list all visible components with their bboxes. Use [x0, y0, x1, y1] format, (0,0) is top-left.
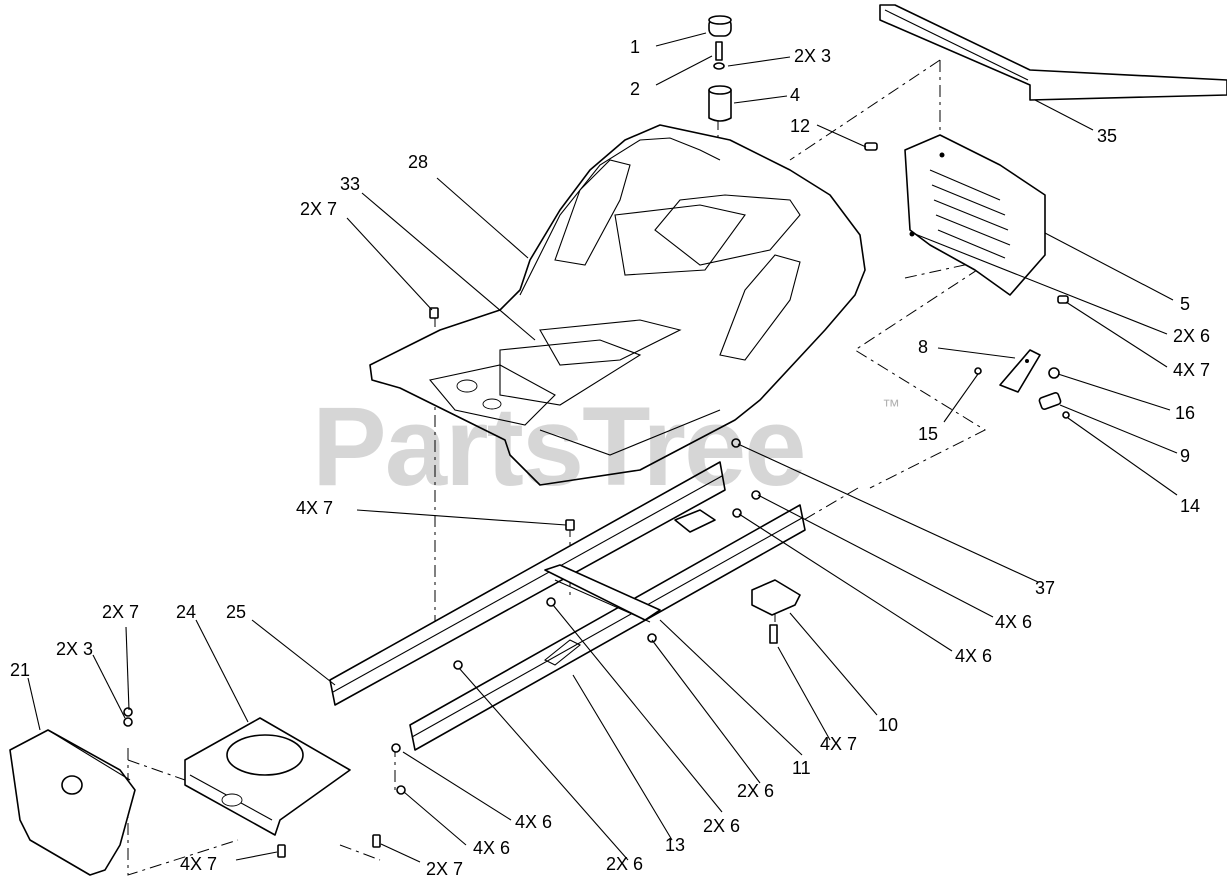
bracket-part-8 [999, 349, 1041, 393]
cross-member-part-11 [544, 564, 661, 623]
callout-label: 2X 3 [794, 46, 831, 66]
callout-label: 12 [790, 116, 810, 136]
callout-label: 2 [630, 79, 640, 99]
callout-label: 2X 7 [102, 602, 139, 622]
callout-label: 2X 6 [703, 816, 740, 836]
nut-part-16 [1048, 367, 1060, 379]
fender-deck-part-28 [369, 124, 866, 486]
bracket-part-37 [674, 509, 716, 533]
screw-part-15 [974, 367, 982, 375]
frame-rail-part-13 [409, 504, 806, 751]
callout-label: 2X 3 [56, 639, 93, 659]
callout-label: 1 [630, 37, 640, 57]
screw-part-12 [864, 142, 878, 151]
grille-guard-part-5 [904, 134, 1046, 296]
callout-label: 2X 6 [606, 854, 643, 874]
callout-label: 2X 6 [737, 781, 774, 801]
callout-label: 4X 6 [473, 838, 510, 858]
callout-label: 4X 7 [820, 734, 857, 754]
callout-label: 5 [1180, 294, 1190, 314]
callout-label: 10 [878, 715, 898, 735]
callout-label: 2X 7 [426, 859, 463, 879]
watermark: PartsTree ™ [312, 384, 900, 509]
callout-label: 2X 7 [300, 199, 337, 219]
callout-label: 15 [918, 424, 938, 444]
callout-label: 35 [1097, 126, 1117, 146]
callout-label: 4X 7 [296, 498, 333, 518]
callout-label: 21 [10, 660, 30, 680]
leader-lines [27, 32, 1178, 863]
bracket-part-21 [9, 729, 136, 876]
frame-rail-part-25 [329, 461, 726, 706]
callout-label: 9 [1180, 446, 1190, 466]
spacer-part-4 [708, 85, 732, 122]
callout-label: 4X 7 [1173, 360, 1210, 380]
mount-plate-part-24 [184, 717, 351, 836]
callout-label: 24 [176, 602, 196, 622]
callout-label: 33 [340, 174, 360, 194]
callout-label: 14 [1180, 496, 1200, 516]
seat-plate-part-33 [614, 204, 746, 276]
callout-labels: 1 2 2X 3 4 12 35 28 33 2X 7 5 2X 6 4X 7 … [10, 37, 1210, 879]
callout-label: 4X 7 [180, 854, 217, 874]
knob-cap-part-1 [708, 15, 732, 37]
callout-label: 4X 6 [995, 612, 1032, 632]
callout-label: 13 [665, 835, 685, 855]
callout-label: 37 [1035, 578, 1055, 598]
callout-label: 4X 6 [515, 812, 552, 832]
fasteners [123, 307, 761, 858]
watermark-trademark: ™ [882, 396, 900, 416]
callout-label: 8 [918, 337, 928, 357]
screw-part-2 [713, 41, 725, 70]
callout-label: 4 [790, 85, 800, 105]
watermark-text: PartsTree [312, 384, 805, 509]
callout-label: 11 [792, 758, 811, 778]
clip-part-9 [1038, 391, 1062, 411]
screw-part-14 [1062, 411, 1070, 419]
bracket-part-35 [879, 4, 1227, 101]
callout-label: 25 [226, 602, 246, 622]
callout-label: 2X 6 [1173, 326, 1210, 346]
callout-label: 4X 6 [955, 646, 992, 666]
bracket-part-10 [751, 579, 801, 644]
callout-label: 16 [1175, 403, 1195, 423]
screw-part-7-right [1057, 295, 1069, 304]
callout-label: 28 [408, 152, 428, 172]
